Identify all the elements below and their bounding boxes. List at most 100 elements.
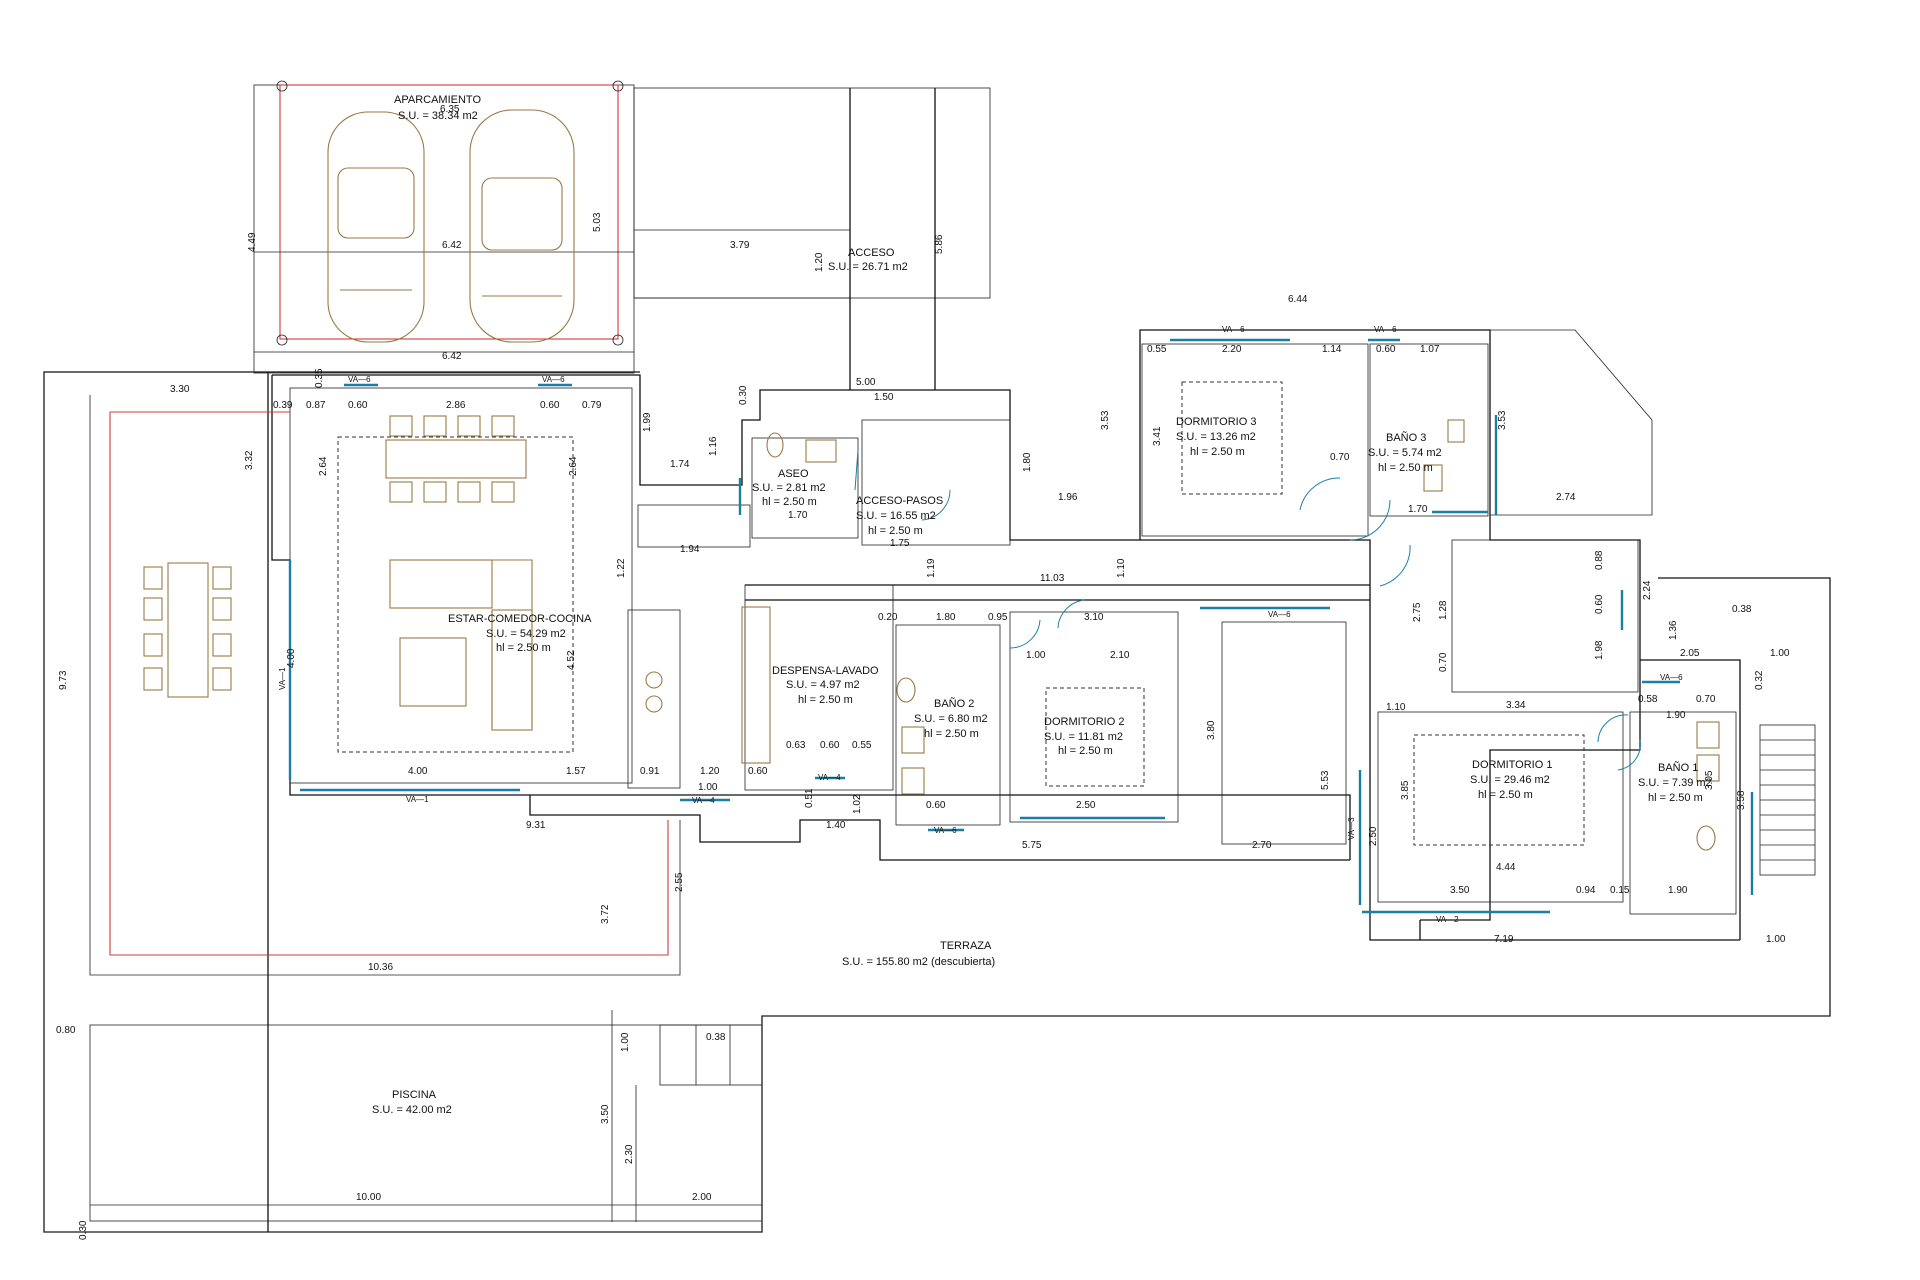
acceso-pasos-name: ACCESO-PASOS [856,495,943,507]
svg-text:1.70: 1.70 [1408,504,1428,515]
svg-text:4.00: 4.00 [408,766,428,777]
acceso-pasos-height: hl = 2.50 m [868,525,923,537]
window-tag: VA—6 [1374,325,1397,334]
svg-text:7.19: 7.19 [1494,934,1514,945]
svg-text:1.74: 1.74 [670,459,690,470]
svg-text:5.53: 5.53 [1320,770,1331,790]
svg-text:3.05: 3.05 [1704,770,1715,790]
svg-text:0.95: 0.95 [988,612,1008,623]
garage-red-boundary [279,84,619,340]
porch-red [109,411,669,956]
svg-text:0.30: 0.30 [738,385,749,405]
svg-text:0.58: 0.58 [1638,694,1658,705]
svg-text:1.75: 1.75 [890,538,910,549]
dormitorio3-name: DORMITORIO 3 [1176,416,1256,428]
bano2-area: S.U. = 6.80 m2 [914,713,988,725]
svg-text:3.58: 3.58 [1736,790,1747,810]
svg-text:3.32: 3.32 [244,450,255,470]
svg-text:3.72: 3.72 [600,904,611,924]
svg-text:0.55: 0.55 [852,740,872,751]
svg-text:2.64: 2.64 [318,456,329,476]
svg-text:2.50: 2.50 [1368,826,1379,846]
svg-text:3.79: 3.79 [730,240,750,251]
svg-text:3.34: 3.34 [1506,700,1526,711]
dormitorio1-name: DORMITORIO 1 [1472,759,1552,771]
svg-text:0.60: 0.60 [1376,344,1396,355]
svg-text:3.50: 3.50 [600,1104,611,1124]
acceso-pasos-area: S.U. = 16.55 m2 [856,510,936,522]
svg-text:2.70: 2.70 [1252,840,1272,851]
piscina-area: S.U. = 42.00 m2 [372,1104,452,1116]
svg-text:1.40: 1.40 [826,820,846,831]
svg-text:1.00: 1.00 [1766,934,1786,945]
pool [89,1024,763,1222]
svg-text:1.98: 1.98 [1594,640,1605,660]
outdoor-dining-table [143,562,232,698]
svg-text:1.14: 1.14 [1322,344,1342,355]
svg-text:2.05: 2.05 [1680,648,1700,659]
window-tag: VA—1 [278,667,287,690]
bedroom-3-bed [1181,381,1283,495]
svg-text:2.64: 2.64 [568,456,579,476]
svg-text:0.79: 0.79 [582,400,602,411]
svg-text:3.80: 3.80 [1206,720,1217,740]
despensa-area: S.U. = 4.97 m2 [786,679,860,691]
svg-text:6.35: 6.35 [440,104,460,115]
svg-text:0.70: 0.70 [1330,452,1350,463]
dormitorio2-height: hl = 2.50 m [1058,745,1113,757]
svg-text:1.07: 1.07 [1420,344,1440,355]
svg-text:1.90: 1.90 [1666,710,1686,721]
svg-text:6.42: 6.42 [442,240,462,251]
svg-text:1.02: 1.02 [852,794,863,814]
bano3-area: S.U. = 5.74 m2 [1368,447,1442,459]
bano3-height: hl = 2.50 m [1378,462,1433,474]
aseo-room [751,437,859,539]
svg-text:1.10: 1.10 [1386,702,1406,713]
toilet-icon [766,419,1716,851]
living-dashed [337,436,574,753]
svg-text:4.49: 4.49 [247,232,258,252]
svg-text:9.31: 9.31 [526,820,546,831]
dimensions: 6.35 6.42 6.42 4.49 5.03 3.79 1.20 5.86 … [56,104,1790,1240]
sofa [389,559,533,731]
despensa-height: hl = 2.50 m [798,694,853,706]
dormitorio1-area: S.U. = 29.46 m2 [1470,774,1550,786]
svg-text:0.94: 0.94 [1576,885,1596,896]
svg-text:2.74: 2.74 [1556,492,1576,503]
svg-text:5.86: 5.86 [934,234,945,254]
porch-outline [89,395,681,976]
svg-text:4.44: 4.44 [1496,862,1516,873]
bedroom-1-bed [1413,734,1585,846]
svg-text:1.70: 1.70 [788,510,808,521]
svg-text:3.53: 3.53 [1497,410,1508,430]
svg-text:0.38: 0.38 [1732,604,1752,615]
bay-window [1490,329,1653,516]
bath-1-room [1629,711,1737,915]
svg-text:2.86: 2.86 [446,400,466,411]
svg-text:0.51: 0.51 [804,788,815,808]
svg-text:4.52: 4.52 [566,650,577,670]
svg-text:3.30: 3.30 [170,384,190,395]
svg-text:0.70: 0.70 [1696,694,1716,705]
svg-text:1.10: 1.10 [1116,558,1127,578]
svg-text:1.57: 1.57 [566,766,586,777]
aseo-name: ASEO [778,468,809,480]
pantry-appliances [741,606,771,764]
bedroom-1-room [1377,711,1624,903]
corridor-room [637,504,751,548]
svg-text:4.00: 4.00 [286,648,297,668]
garage-corner [612,80,624,92]
svg-text:1.00: 1.00 [620,1032,631,1052]
bano1-height: hl = 2.50 m [1648,792,1703,804]
kitchen-island [627,609,681,789]
aseo-area: S.U. = 2.81 m2 [752,482,826,494]
bano3-name: BAÑO 3 [1386,431,1426,444]
svg-text:1.36: 1.36 [1668,620,1679,640]
despensa-name: DESPENSA-LAVADO [772,665,879,677]
staircase [1759,724,1816,876]
bath-2-room [895,624,1001,826]
bedroom-2-bed [1045,687,1145,787]
window-tag: VA—4 [818,773,841,782]
garage-corner [612,334,624,346]
dormitorio2-name: DORMITORIO 2 [1044,716,1124,728]
